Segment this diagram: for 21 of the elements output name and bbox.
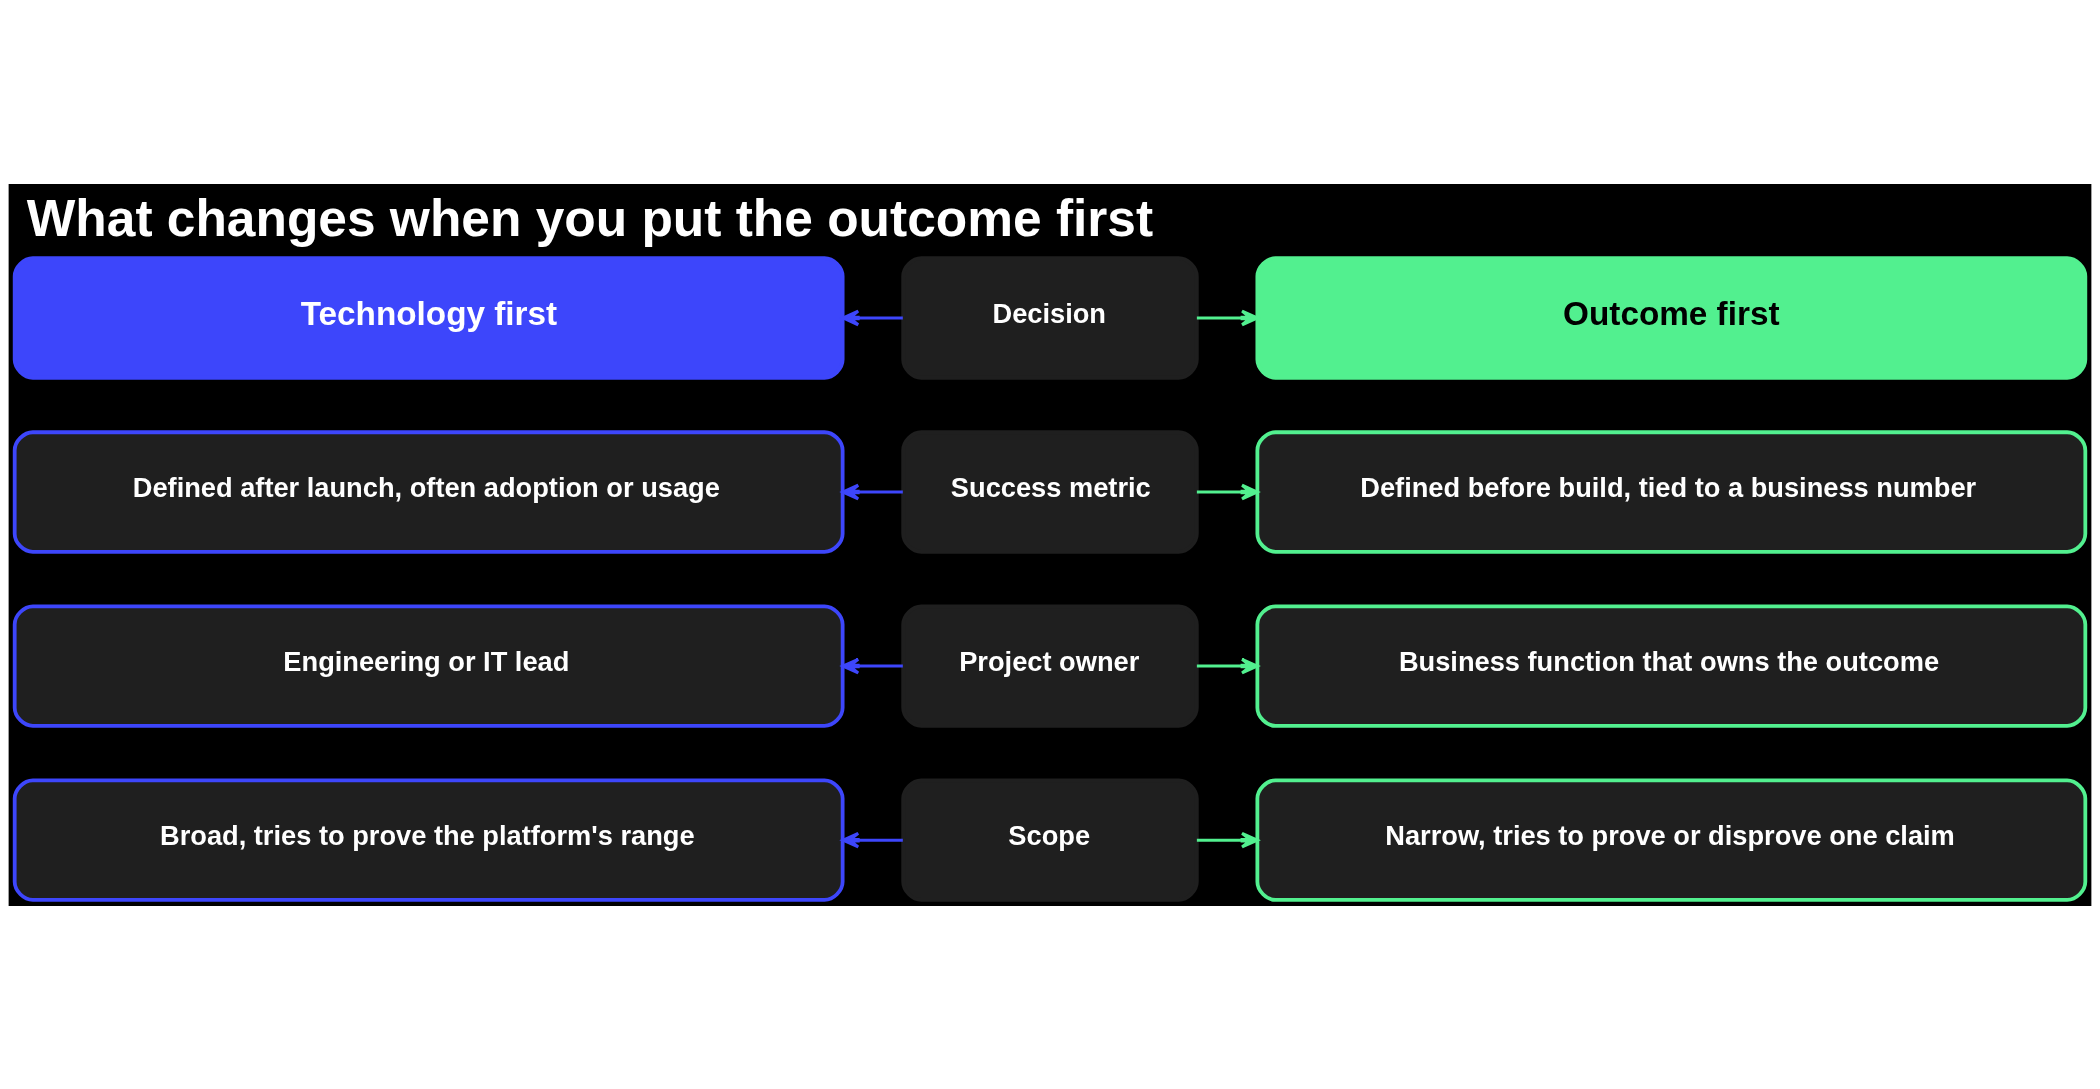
node-box: Business function that owns the outcome	[1255, 603, 2088, 728]
node-box: Broad, tries to prove the platform's range	[12, 778, 845, 902]
node-box: Defined after launch, often adoption or usage	[12, 429, 845, 554]
arrow	[1196, 657, 1259, 674]
arrow	[841, 483, 903, 500]
node-box: Project owner	[901, 603, 1199, 728]
node-box: Success metric	[901, 429, 1199, 554]
node-box: Scope	[901, 778, 1199, 902]
arrow	[1196, 831, 1259, 848]
node-box: Technology first	[12, 255, 845, 380]
node-box: Outcome first	[1255, 255, 2088, 380]
arrow	[841, 831, 903, 848]
arrow	[841, 657, 903, 674]
node-box: Defined before build, tied to a business number	[1255, 429, 2088, 554]
arrow	[841, 309, 903, 326]
node-box: Decision	[901, 255, 1199, 380]
node-box: Engineering or IT lead	[12, 603, 845, 728]
arrow	[1196, 309, 1259, 326]
diagram-title: What changes when you put the outcome first	[26, 188, 1154, 247]
node-box: Narrow, tries to prove or disprove one claim	[1255, 778, 2088, 902]
arrow	[1196, 483, 1259, 500]
